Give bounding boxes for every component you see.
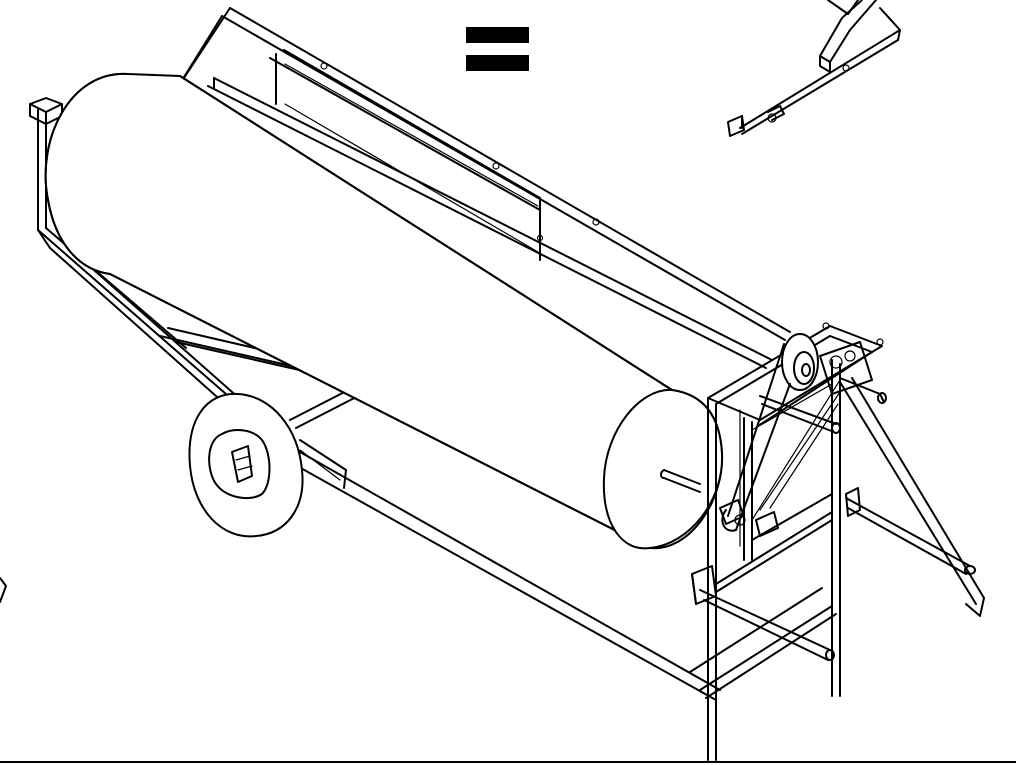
drive-stand <box>691 322 985 761</box>
detached-frame-fragment <box>727 0 901 137</box>
wheel <box>188 392 304 538</box>
main-frame <box>29 7 837 701</box>
edge-fragment <box>0 577 7 603</box>
paper-roll <box>44 72 724 550</box>
equals-sign <box>466 27 529 71</box>
